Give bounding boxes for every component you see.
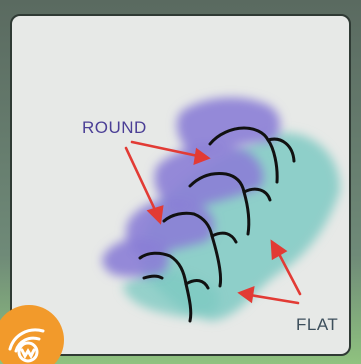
flat-arrow-lower [250,295,298,303]
round-label: ROUND [82,119,147,136]
wifi-w-icon [0,305,64,364]
badge[interactable] [0,305,64,364]
flat-label: FLAT [296,316,338,333]
round-arrow-lower [126,148,156,212]
